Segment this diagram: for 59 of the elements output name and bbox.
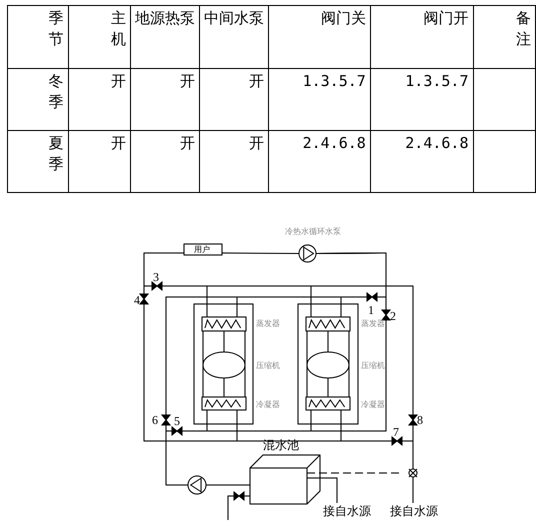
header-cell: 地源热泵 xyxy=(130,6,200,68)
component-label: 压缩机 xyxy=(256,361,280,370)
component-label: 冷凝器 xyxy=(256,400,280,409)
table-cell: 开 xyxy=(130,68,200,130)
pipe-line xyxy=(206,484,250,486)
pipe-line xyxy=(244,330,246,398)
valve-number: 1 xyxy=(368,304,374,316)
tank-drawing xyxy=(250,454,320,504)
unit-outline xyxy=(194,304,254,424)
header-cell: 阀门关 xyxy=(268,6,370,68)
valve-number: 7 xyxy=(393,426,399,438)
pump-symbol xyxy=(188,476,206,494)
valve-number: 2 xyxy=(390,310,396,322)
pipe-line xyxy=(306,478,338,504)
valve-number: 4 xyxy=(134,294,140,306)
table-cell: 夏季 xyxy=(8,130,68,192)
compressor-shape xyxy=(202,352,246,378)
table-cell: 冬季 xyxy=(8,68,68,130)
coil-box xyxy=(202,396,246,410)
component-label: 蒸发器 xyxy=(256,319,280,328)
table-cell: 开 xyxy=(200,68,269,130)
valve-number: 6 xyxy=(152,414,158,426)
compressor-shape xyxy=(306,352,350,378)
table-cell: 开 xyxy=(68,130,131,192)
coil-box xyxy=(306,396,350,410)
source-label: 接自水源 xyxy=(323,503,371,519)
pipe-line xyxy=(222,252,300,254)
table-cell: 2.4.6.8 xyxy=(370,130,473,192)
pipe-line xyxy=(228,496,250,520)
pipe-line xyxy=(316,252,386,318)
source-label: 接自水源 xyxy=(390,503,438,519)
table-cell: 开 xyxy=(68,68,131,130)
box-label: 用户 xyxy=(194,244,210,255)
table-cell: 开 xyxy=(200,130,269,192)
coil-box xyxy=(306,316,350,332)
pump-label: 冷热水循环水泵 xyxy=(285,227,341,236)
header-cell: 主机 xyxy=(68,6,131,68)
pipe-line xyxy=(306,330,308,398)
pipe-line xyxy=(306,472,400,474)
component-label: 压缩机 xyxy=(361,361,385,370)
unit-outline xyxy=(298,304,358,424)
valve-number: 5 xyxy=(174,415,180,427)
coil-box xyxy=(202,316,246,332)
component-label: 冷凝器 xyxy=(361,400,385,409)
valve-number: 3 xyxy=(153,271,159,283)
header-cell: 中间水泵 xyxy=(200,6,269,68)
header-cell: 季节 xyxy=(8,6,68,68)
table-cell: 1.3.5.7 xyxy=(370,68,473,130)
header-cell: 阀门开 xyxy=(370,6,473,68)
component-label: 蒸发器 xyxy=(361,319,385,328)
table-cell: 开 xyxy=(130,130,200,192)
header-cell: 备注 xyxy=(473,6,536,68)
table-cell: 2.4.6.8 xyxy=(268,130,370,192)
pump-symbol xyxy=(298,244,316,262)
table-cell: 1.3.5.7 xyxy=(268,68,370,130)
pipe-line xyxy=(348,330,350,398)
process-box xyxy=(184,244,222,256)
pipe-line xyxy=(202,330,204,398)
valve-number: 8 xyxy=(417,414,423,426)
